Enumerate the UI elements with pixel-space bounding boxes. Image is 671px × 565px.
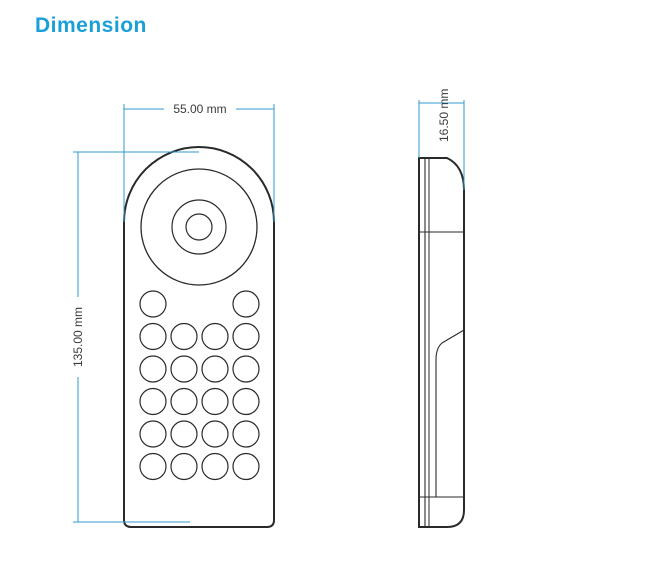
- side-grip-contour: [435, 329, 465, 497]
- keypad-button: [232, 355, 260, 383]
- keypad-button: [170, 387, 198, 416]
- keypad-button: [201, 387, 229, 416]
- height-dimension: [73, 151, 199, 523]
- keypad-button: [232, 420, 260, 448]
- keypad-button: [139, 452, 167, 481]
- page-title: Dimension: [35, 14, 147, 37]
- keypad: [139, 290, 260, 481]
- keypad-button: [170, 322, 198, 351]
- side-view: [418, 157, 465, 528]
- width-dimension: [123, 104, 275, 222]
- keypad-button: [139, 387, 167, 416]
- keypad-button: [232, 290, 260, 318]
- keypad-button: [201, 452, 229, 481]
- keypad-button: [139, 322, 167, 351]
- keypad-button: [232, 387, 260, 416]
- remote-body-outline: [123, 146, 275, 528]
- keypad-button: [201, 355, 229, 383]
- dial-middle-ring: [171, 199, 227, 255]
- thickness-dimension: [418, 100, 465, 190]
- keypad-button: [201, 420, 229, 448]
- keypad-button: [139, 290, 167, 318]
- height-label: 135.00 mm: [71, 307, 85, 367]
- side-profile-outline: [418, 157, 465, 528]
- keypad-button: [139, 420, 167, 448]
- dial-center-button: [185, 213, 213, 241]
- thickness-label: 16.50 mm: [437, 89, 451, 142]
- keypad-button: [139, 355, 167, 383]
- dial-outer-ring: [140, 168, 258, 286]
- keypad-button: [170, 420, 198, 448]
- front-view: [123, 146, 275, 528]
- keypad-button: [170, 452, 198, 481]
- keypad-button: [170, 355, 198, 383]
- keypad-button: [201, 322, 229, 351]
- keypad-button: [232, 452, 260, 481]
- width-label: 55.00 mm: [173, 102, 226, 116]
- keypad-button: [232, 322, 260, 351]
